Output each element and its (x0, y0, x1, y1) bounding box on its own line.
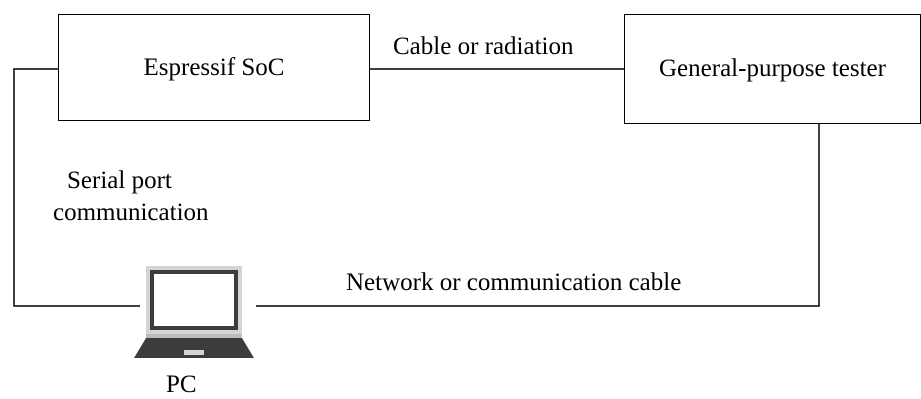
line-soc-pc (13, 68, 140, 307)
laptop-trackpad (184, 350, 204, 355)
pc-tester-connection-label: Network or communication cable (346, 269, 682, 296)
serial-connection-label-line1: Serial port (67, 167, 172, 194)
line-pc-tester (256, 124, 820, 307)
tester-block: General-purpose tester (624, 14, 921, 124)
soc-label: Espressif SoC (143, 53, 285, 81)
tester-label: General-purpose tester (659, 55, 886, 82)
laptop-icon (134, 266, 254, 358)
laptop-screen (154, 274, 234, 326)
serial-connection-label-line2: communication (53, 199, 209, 226)
laptop-hinge (146, 334, 242, 338)
laptop-base (134, 338, 254, 358)
pc-label: PC (166, 371, 197, 398)
soc-tester-connection-label: Cable or radiation (393, 33, 574, 60)
soc-block: Espressif SoC (58, 14, 370, 121)
